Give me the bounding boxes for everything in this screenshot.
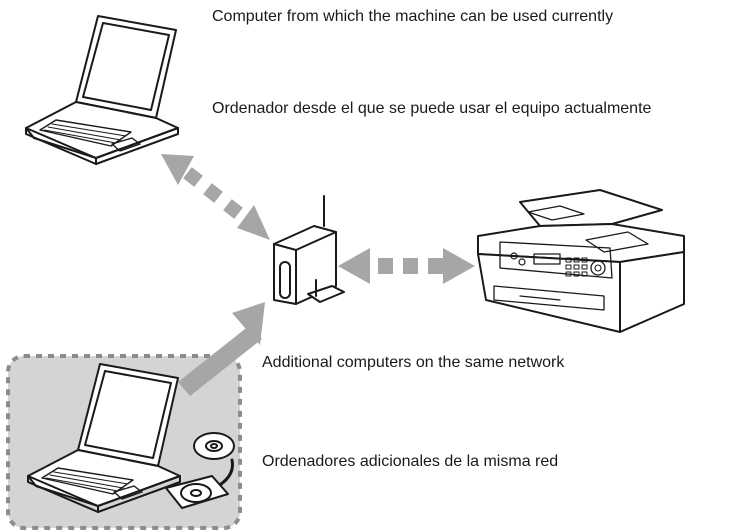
current-computer-caption-es: Ordenador desde el que se puede usar el … <box>212 100 652 117</box>
printer-icon <box>477 189 685 333</box>
current-computer-caption-en: Computer from which the machine can be u… <box>212 8 614 25</box>
cd-rom-icon <box>165 432 235 509</box>
arrow-laptop-router <box>161 154 270 240</box>
additional-computers-caption-es: Ordenadores adicionales de la misma red <box>262 453 559 470</box>
wireless-router-icon <box>273 195 345 305</box>
arrow-additional-router <box>178 302 265 396</box>
additional-computers-caption-en: Additional computers on the same network <box>262 354 565 371</box>
arrow-router-printer <box>338 248 475 284</box>
current-computer-laptop-icon <box>25 15 179 165</box>
